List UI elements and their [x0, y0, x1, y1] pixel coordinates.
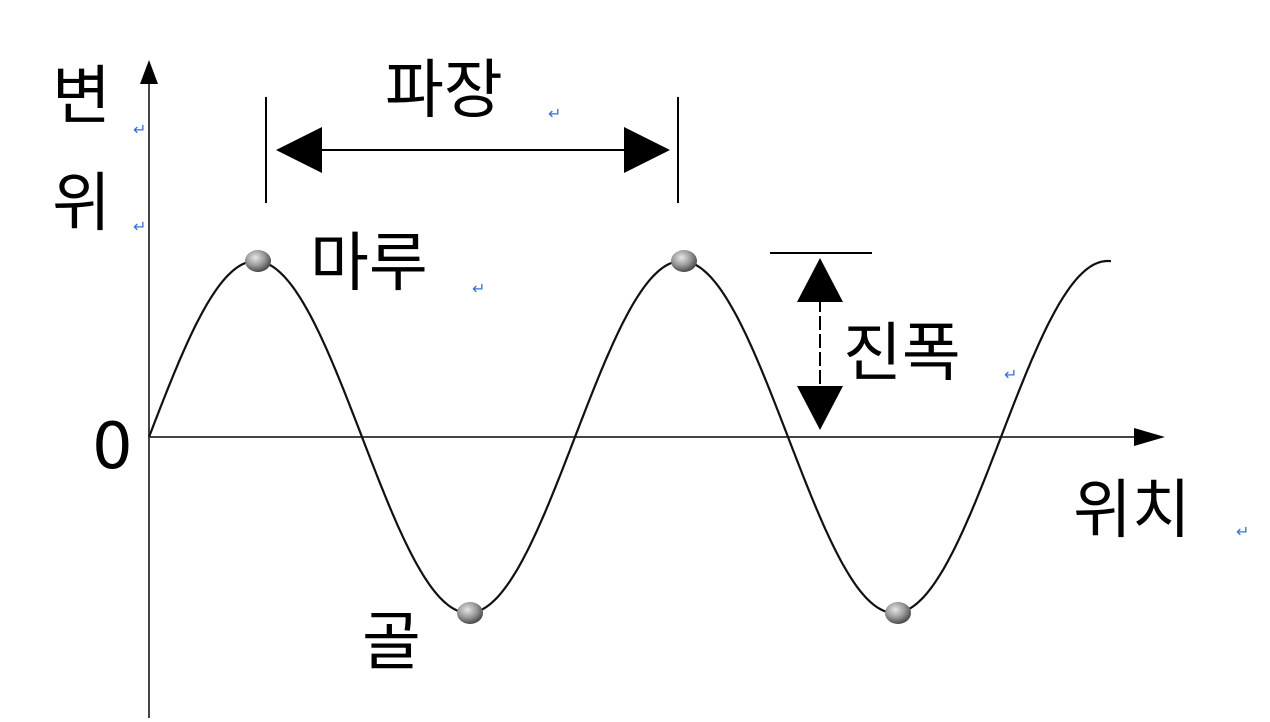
trough-label: 골	[362, 606, 421, 680]
displacement-label-char-1: 변	[52, 60, 111, 134]
wavelength-label: 파장	[385, 54, 503, 128]
paragraph-mark: ↵	[133, 120, 146, 139]
crest-point-1	[245, 250, 271, 272]
amplitude-label: 진폭	[843, 317, 961, 391]
paragraph-mark: ↵	[548, 104, 561, 123]
sine-wave	[147, 259, 1112, 615]
paragraph-mark: ↵	[1236, 522, 1249, 541]
amplitude-arrow-up	[797, 258, 843, 302]
wavelength-arrow-right	[624, 127, 670, 173]
wavelength-arrow-left	[276, 127, 322, 173]
trough-point-1	[457, 602, 483, 624]
displacement-label-char-2: 위	[52, 167, 111, 241]
crest-point-2	[671, 250, 697, 272]
amplitude-arrow-down	[797, 386, 843, 430]
paragraph-mark: ↵	[472, 279, 485, 298]
origin-label: 0	[92, 410, 133, 484]
paragraph-mark: ↵	[133, 217, 146, 236]
trough-point-2	[885, 602, 911, 624]
paragraph-mark: ↵	[1004, 365, 1017, 384]
position-label: 위치	[1073, 474, 1191, 548]
y-axis-arrowhead	[140, 60, 158, 84]
crest-label: 마루	[310, 227, 428, 301]
x-axis-arrowhead	[1134, 428, 1165, 446]
